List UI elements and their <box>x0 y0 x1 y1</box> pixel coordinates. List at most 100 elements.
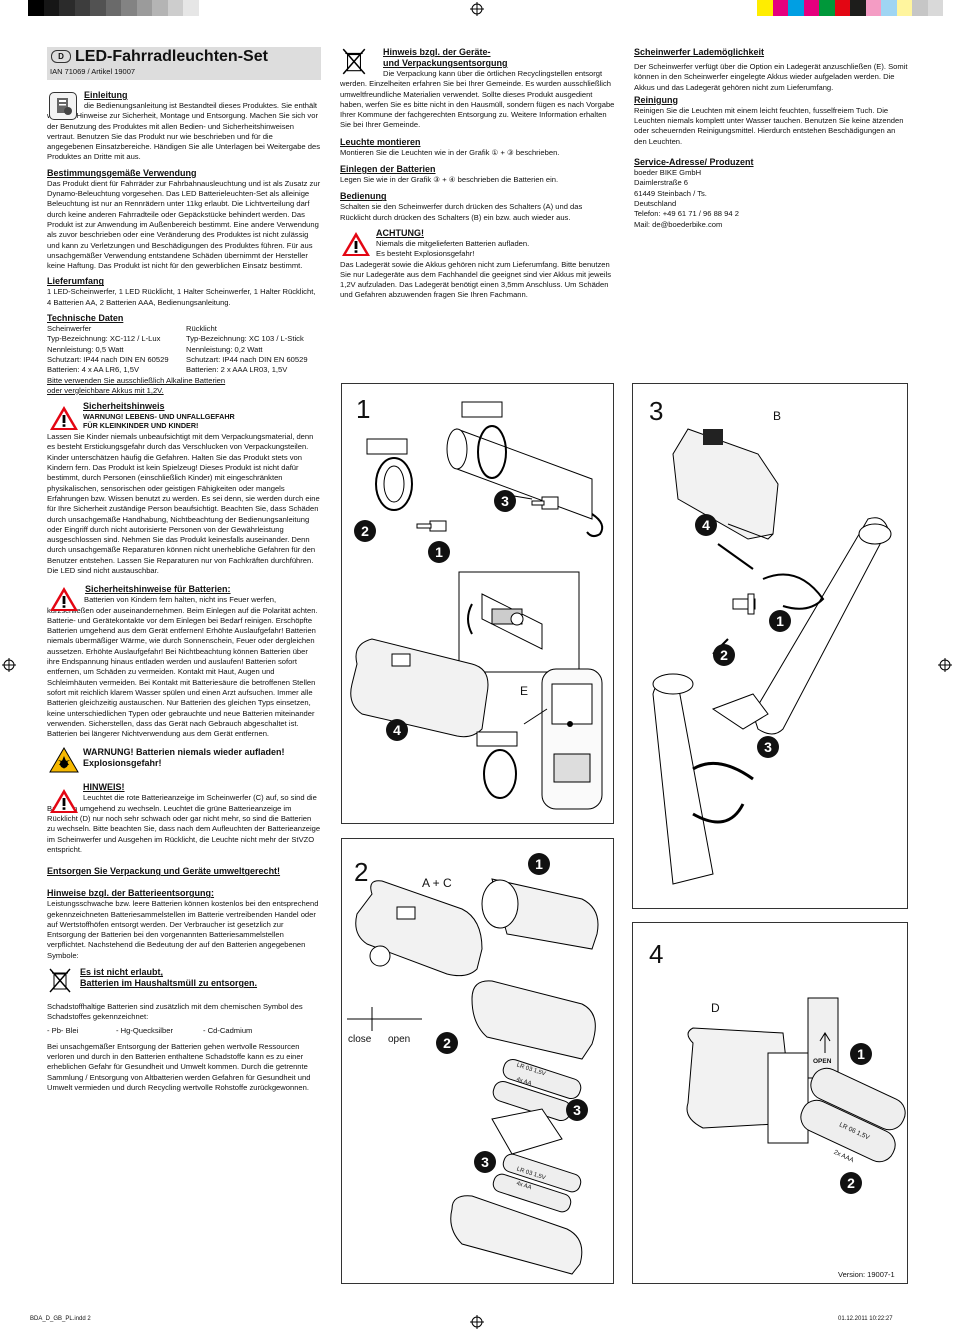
step-badge: 4 <box>386 719 408 741</box>
service-line: Telefon: +49 61 71 / 96 88 94 2 <box>634 209 739 219</box>
text-montieren: Montieren Sie die Leuchten wie in der Gr… <box>340 147 560 157</box>
color-swatch <box>136 0 152 16</box>
figure-3: 3 B 4 1 2 3 <box>632 383 908 909</box>
color-swatch <box>912 0 928 16</box>
section-hinweis: HINWEIS! Leuchtet die rote Batterieanzei… <box>47 782 321 855</box>
heading-verpackung: und Verpackungsentsorgung <box>383 58 508 68</box>
text-schadstoff: Schadstoffhaltige Batterien sind zusätzl… <box>47 1002 303 1022</box>
heading-batterieentsorgung: Hinweise bzgl. der Batterieentsorgung: <box>47 888 215 899</box>
notice-line: Es ist nicht erlaubt, <box>80 967 164 977</box>
crossed-bin-icon <box>49 968 71 993</box>
color-swatch <box>183 0 199 16</box>
color-swatch <box>927 0 943 16</box>
tech-line: Rücklicht <box>186 324 217 334</box>
text-einlegen: Legen Sie wie in der Grafik ③ + ④ beschr… <box>340 175 559 185</box>
section-verwendung: Bestimmungsgemäße Verwendung Das Produkt… <box>47 168 321 272</box>
figure-1: 1 E 2 1 3 4 <box>341 383 614 824</box>
title-box: D LED-Fahrradleuchten-Set IAN 71069 / Ar… <box>47 47 321 80</box>
step-badge: 1 <box>528 853 550 875</box>
tech-line: Batterien: 2 x AAA LR03, 1,5V <box>186 365 288 375</box>
label-close: close <box>348 1034 372 1045</box>
registration-mark-icon <box>470 2 484 16</box>
heading-achtung: ACHTUNG! <box>376 227 424 238</box>
text-einleitung: die Bedienungsanleitung ist Bestandteil … <box>47 101 321 162</box>
registration-mark-icon <box>2 658 16 672</box>
open-label: OPEN <box>813 1058 832 1065</box>
warning-line: Explosionsgefahr! <box>83 758 162 769</box>
step-badge: 2 <box>436 1032 458 1054</box>
color-swatch <box>28 0 44 16</box>
symbol-hg: - Hg-Quecksilber <box>116 1025 173 1035</box>
color-swatch <box>74 0 90 16</box>
warning-triangle-icon <box>50 406 78 431</box>
text-hinweis: Leuchtet die rote Batterieanzeige im Sch… <box>47 793 321 854</box>
step-badge: 2 <box>354 520 376 542</box>
label-open: open <box>388 1034 411 1045</box>
color-swatch <box>121 0 137 16</box>
symbol-cd: - Cd-Cadmium <box>203 1025 253 1035</box>
label-b: B <box>773 409 782 423</box>
rear-light-battery-illustration <box>686 997 906 1163</box>
achtung-line: Niemals die mitgelieferten Batterien auf… <box>376 238 530 248</box>
figure-number: 3 <box>649 396 664 426</box>
label-e: E <box>520 684 529 698</box>
symbol-pb: - Pb- Blei <box>47 1025 79 1035</box>
section-batteriehinweise: Sicherheitshinweise für Batterien: Batte… <box>47 584 321 739</box>
section-lieferumfang: Lieferumfang 1 LED-Scheinwerfer, 1 LED R… <box>47 276 321 308</box>
section-verpackung: Hinweis bzgl. der Geräte- und Verpackung… <box>340 47 615 131</box>
section-aufladen: WARNUNG! Batterien niemals wieder auflad… <box>47 747 321 777</box>
color-swatch <box>865 0 881 16</box>
heading-bedienung: Bedienung <box>340 191 387 202</box>
tech-line: Nennleistung: 0,2 Watt <box>186 344 263 354</box>
language-badge: D <box>51 50 71 63</box>
heading-lademoeglichkeit: Scheinwerfer Lademöglichkeit <box>634 47 765 57</box>
text-lieferumfang: 1 LED-Scheinwerfer, 1 LED Rücklicht, 1 H… <box>47 287 316 307</box>
step-badge: 3 <box>757 736 779 758</box>
section-schadstoff: Schadstoffhaltige Batterien sind zusätzl… <box>47 1002 321 1093</box>
section-einlegen: Einlegen der Batterien Legen Sie wie in … <box>340 164 615 185</box>
warning-line: FÜR KLEINKINDER UND KINDER! <box>83 421 199 431</box>
text-schadstoff-outro: Bei unsachgemäßer Entsorgung der Batteri… <box>47 1041 311 1093</box>
step-badge: 2 <box>713 644 735 666</box>
service-line: boeder BIKE GmbH <box>634 168 702 178</box>
color-swatch <box>43 0 59 16</box>
text-verwendung: Das Produkt dient für Fahrräder zur Fahr… <box>47 178 321 271</box>
text-batterieentsorgung: Leistungsschwache bzw. leere Batterien k… <box>47 899 319 960</box>
heading-sicherheit: Sicherheitshinweis <box>83 401 165 412</box>
battery-illustration <box>347 878 599 1275</box>
color-swatch <box>772 0 788 16</box>
manual-icon <box>49 92 77 120</box>
tech-line: Typ-Bezeichnung: XC-112 / L-Lux <box>47 334 161 344</box>
service-line: Daimlerstraße 6 <box>634 178 689 188</box>
heading-reinigung: Reinigung <box>634 94 678 105</box>
figure-4: 4 D OPEN LR 06 1,5V 2x AAA 1 2 Version: … <box>632 922 908 1284</box>
mounting-illustration <box>652 428 892 885</box>
service-line: Mail: de@boederbike.com <box>634 219 723 229</box>
figure-number: 1 <box>356 394 371 424</box>
label-a-c: A + C <box>422 876 452 890</box>
notice-line: Batterien im Haushaltsmüll zu entsorgen. <box>80 978 258 988</box>
section-reinigung: Reinigung Reinigen Sie die Leuchten mit … <box>634 95 910 147</box>
step-badge: 1 <box>769 610 791 632</box>
label-d: D <box>711 1001 720 1015</box>
step-badge: 3 <box>474 1151 496 1173</box>
footer-timestamp: 01.12.2011 10:22:27 <box>838 1316 893 1322</box>
figure-number: 2 <box>354 857 369 887</box>
tech-note: oder vergleichbare Akkus mit 1,2V. <box>47 385 164 395</box>
tech-left: Scheinwerfer Typ-Bezeichnung: XC-112 / L… <box>47 324 186 375</box>
section-bedienung: Bedienung Schalten sie den Scheinwerfer … <box>340 191 615 223</box>
color-swatch <box>90 0 106 16</box>
step-badge: 2 <box>840 1172 862 1194</box>
section-achtung: ACHTUNG! Niemals die mitgelieferten Batt… <box>340 228 615 301</box>
footer-filename: BDA_D_GB_PL.indd 2 <box>30 1316 91 1322</box>
heading-service: Service-Adresse/ Produzent <box>634 157 754 168</box>
version-label: Version: 19007-1 <box>838 1270 895 1279</box>
heading-technik: Technische Daten <box>47 313 124 324</box>
heading-lieferumfang: Lieferumfang <box>47 276 105 287</box>
figure-number: 4 <box>649 939 664 969</box>
step-badge: 1 <box>428 541 450 563</box>
page-title: LED-Fahrradleuchten-Set <box>75 48 268 65</box>
section-nicht-erlaubt: Es ist nicht erlaubt, Batterien im Haush… <box>47 967 321 997</box>
section-sicherheit: Sicherheitshinweis WARNUNG! LEBENS- UND … <box>47 401 321 576</box>
color-swatch <box>803 0 819 16</box>
